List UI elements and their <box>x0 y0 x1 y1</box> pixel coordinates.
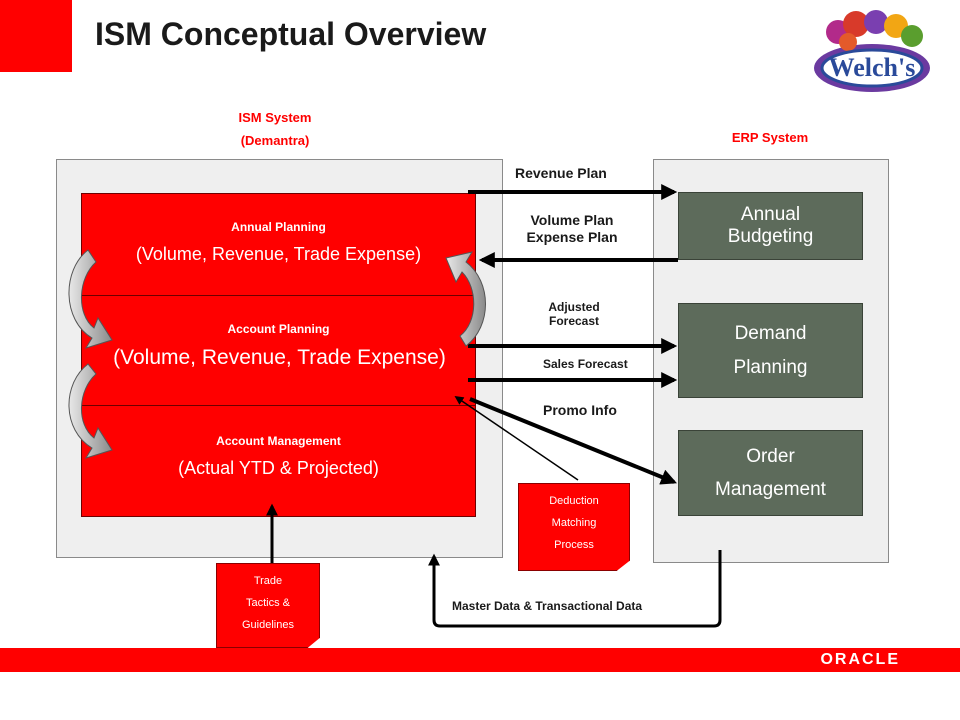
footer-bar <box>0 648 960 672</box>
welchs-logo: Welch's <box>810 6 940 98</box>
erp-system-label: ERP System <box>731 130 809 145</box>
curved-arrow-left-upper <box>68 249 113 349</box>
ism-system-label: ISM System (Demantra) <box>238 110 312 148</box>
curved-arrow-right <box>445 251 486 347</box>
deduction-arrow <box>454 395 579 481</box>
annual-planning-block: Annual Planning (Volume, Revenue, Trade … <box>81 193 476 296</box>
oracle-logo: ORACLE <box>820 651 900 668</box>
corner-accent <box>0 0 72 72</box>
account-planning-block: Account Planning (Volume, Revenue, Trade… <box>81 295 476 406</box>
master-data-connector <box>428 550 722 628</box>
page-title: ISM Conceptual Overview <box>95 16 487 52</box>
master-data-label: Master Data & Transactional Data <box>452 599 643 613</box>
sales-forecast-label: Sales Forecast <box>543 357 628 371</box>
revenue-plan-label: Revenue Plan <box>515 165 607 181</box>
promo-info-label: Promo Info <box>543 402 617 418</box>
deduction-matching-note: Deduction Matching Process <box>518 483 630 571</box>
curved-arrow-left-lower <box>68 363 113 459</box>
adjusted-forecast-label: Adjusted Forecast <box>548 300 600 328</box>
trade-tactics-note: Trade Tactics & Guidelines <box>216 563 320 648</box>
svg-text:Welch's: Welch's <box>829 53 916 82</box>
volume-expense-plan-label: Volume Plan Expense Plan <box>526 212 618 245</box>
account-management-block: Account Management (Actual YTD & Project… <box>81 405 476 517</box>
promo-info-arrow <box>469 397 677 485</box>
